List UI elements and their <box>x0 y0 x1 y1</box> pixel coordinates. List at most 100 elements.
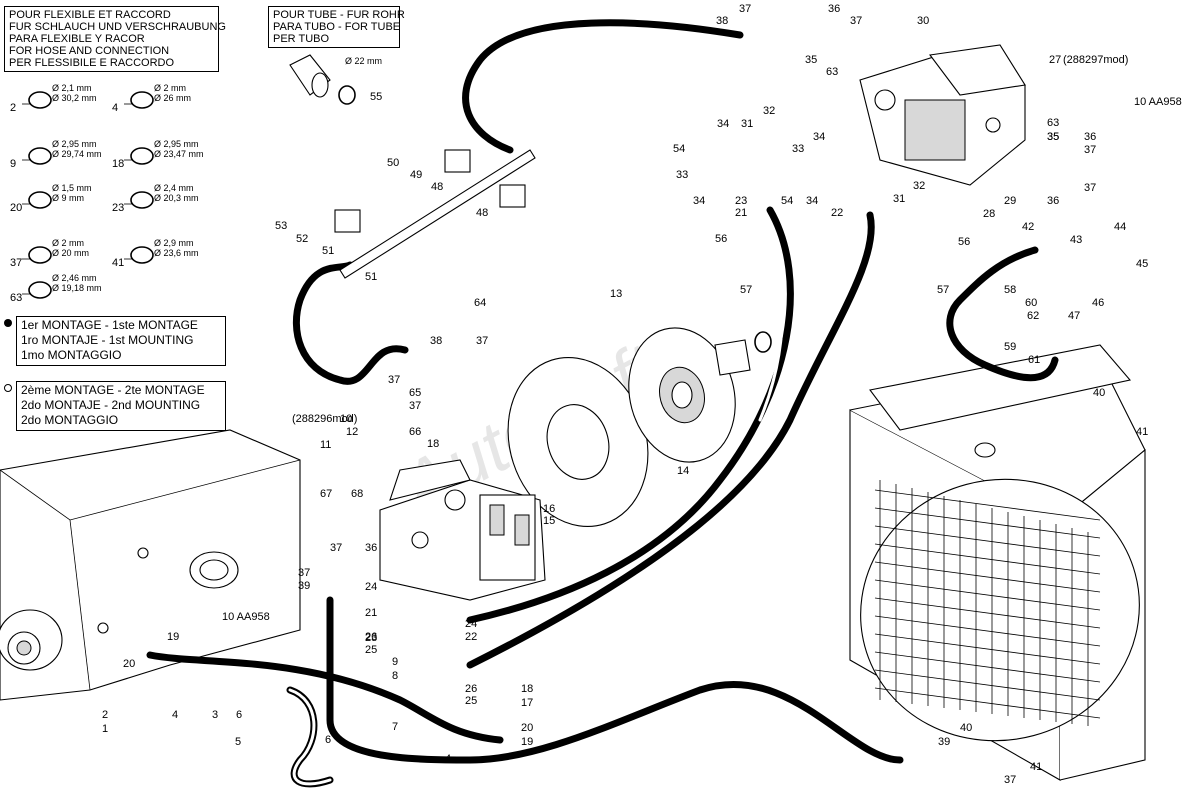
tube-box: POUR TUBE - FUR ROHR PARA TUBO - FOR TUB… <box>268 6 405 48</box>
oring-spec-label: 41 <box>112 257 124 269</box>
oring-icon <box>130 147 154 165</box>
callout-c59: 59 <box>1004 341 1016 353</box>
callout-c26b: 26 <box>465 683 477 695</box>
aa958-right-label: 10 AA958 <box>1134 96 1182 108</box>
callout-c65: 65 <box>409 387 421 399</box>
callout-c43: 43 <box>1070 234 1082 246</box>
oring-spec-d1: Ø 2,95 mm <box>154 139 199 149</box>
callout-c61: 61 <box>1028 354 1040 366</box>
hose-box-line: FUR SCHLAUCH UND VERSCHRAUBUNG <box>9 21 226 33</box>
callout-c1: 1 <box>102 723 108 735</box>
oring-spec-d1: Ø 1,5 mm <box>52 183 92 193</box>
callout-c29: 29 <box>1004 195 1016 207</box>
auxiliary-pump <box>859 44 1026 186</box>
oring-icon <box>130 246 154 264</box>
callout-c17: 17 <box>521 697 533 709</box>
callout-c37c: 37 <box>1084 144 1096 156</box>
oring-spec-2: 2Ø 2,1 mmØ 30,2 mm <box>10 83 97 114</box>
callout-c2: 2 <box>102 709 108 721</box>
oring-spec-label: 4 <box>112 102 118 114</box>
callout-c13: 13 <box>610 288 622 300</box>
callout-c30: 30 <box>917 15 929 27</box>
callout-c35: 35 <box>805 54 817 66</box>
oring-icon <box>28 191 52 209</box>
oring-spec-d2: Ø 23,6 mm <box>154 248 199 258</box>
callout-c36c: 36 <box>1047 195 1059 207</box>
callout-c36: 36 <box>828 3 840 15</box>
hose-box-line: PARA FLEXIBLE Y RACOR <box>9 33 145 45</box>
callout-c66: 66 <box>409 426 421 438</box>
callout-c58: 58 <box>1004 284 1016 296</box>
callout-c35b: 35 <box>1047 131 1059 143</box>
callout-c28: 28 <box>983 208 995 220</box>
hydraulic-tank <box>0 429 301 701</box>
second-mount-line: 2do MONTAJE - 2nd MOUNTING <box>21 398 201 412</box>
second-mount-line: 2ème MONTAGE - 2te MONTAGE <box>21 383 205 397</box>
oring-icon <box>130 191 154 209</box>
callout-c21: 21 <box>365 607 377 619</box>
first-mount-bullet <box>4 319 12 327</box>
oring-spec-d2: Ø 30,2 mm <box>52 93 97 103</box>
tube-fitting-label: 55 <box>370 91 382 103</box>
callout-c6b: 6 <box>325 734 331 746</box>
callout-c39: 39 <box>298 580 310 592</box>
oring-spec-d1: Ø 2,95 mm <box>52 139 97 149</box>
oring-spec-d2: Ø 20 mm <box>52 248 89 258</box>
oring-spec-d1: Ø 2,46 mm <box>52 273 97 283</box>
ref-27-mod: (288297mod) <box>1063 54 1128 66</box>
callout-c34: 34 <box>717 118 729 130</box>
callout-c27: 27 <box>1049 54 1061 66</box>
hose-box-line: PER FLESSIBILE E RACCORDO <box>9 57 175 69</box>
first-mount-line: 1er MONTAGE - 1ste MONTAGE <box>21 318 198 332</box>
oring-spec-label: 37 <box>10 257 22 269</box>
callout-c33: 33 <box>676 169 688 181</box>
callout-c50: 50 <box>387 157 399 169</box>
oring-spec-d1: Ø 2,9 mm <box>154 238 194 248</box>
callout-c37h: 37 <box>330 542 342 554</box>
callout-c44: 44 <box>1114 221 1126 233</box>
callout-c37j: 37 <box>1004 774 1016 786</box>
oring-spec-23: 23Ø 2,4 mmØ 20,3 mm <box>112 183 199 214</box>
ref-10-mod: (288296mod) <box>292 413 357 425</box>
callout-c37f: 37 <box>476 335 488 347</box>
callout-c21b: 21 <box>735 207 747 219</box>
callout-c32b: 32 <box>913 180 925 192</box>
callout-c15: 15 <box>543 515 555 527</box>
callout-c67: 67 <box>320 488 332 500</box>
callout-c62: 62 <box>1027 310 1039 322</box>
callout-c16: 16 <box>543 503 555 515</box>
callout-c63b: 63 <box>1047 117 1059 129</box>
tube-fitting-dim: Ø 22 mm <box>345 56 382 66</box>
callout-c60: 60 <box>1025 297 1037 309</box>
callout-c19: 19 <box>167 631 179 643</box>
second-mount-box: 2ème MONTAGE - 2te MONTAGE 2do MONTAJE -… <box>16 381 226 431</box>
callout-c41: 41 <box>1136 426 1148 438</box>
callout-c48b: 48 <box>476 207 488 219</box>
callout-c46: 46 <box>1092 297 1104 309</box>
callout-c22: 22 <box>465 631 477 643</box>
callout-c4: 4 <box>172 709 178 721</box>
callout-c49: 49 <box>410 169 422 181</box>
oring-spec-9: 9Ø 2,95 mmØ 29,74 mm <box>10 139 102 170</box>
oring-spec-d1: Ø 2 mm <box>154 83 186 93</box>
oring-spec-label: 18 <box>112 158 124 170</box>
tank-pump <box>0 609 63 671</box>
oring-spec-20: 20Ø 1,5 mmØ 9 mm <box>10 183 92 214</box>
oring-spec-18: 18Ø 2,95 mmØ 23,47 mm <box>112 139 204 170</box>
oring-spec-d2: Ø 29,74 mm <box>52 149 102 159</box>
callout-c57b: 57 <box>937 284 949 296</box>
first-mount-line: 1ro MONTAJE - 1st MOUNTING <box>21 333 194 347</box>
callout-c37: 37 <box>739 3 751 15</box>
callout-c68: 68 <box>351 488 363 500</box>
callout-c23b: 23 <box>735 195 747 207</box>
callout-c48: 48 <box>431 181 443 193</box>
callout-c56: 56 <box>715 233 727 245</box>
callout-c20b: 20 <box>521 722 533 734</box>
oring-spec-d1: Ø 2,1 mm <box>52 83 92 93</box>
callout-c3: 3 <box>212 709 218 721</box>
oring-spec-63: 63Ø 2,46 mmØ 19,18 mm <box>10 273 102 304</box>
callout-c52: 52 <box>296 233 308 245</box>
callout-c40b: 40 <box>960 722 972 734</box>
